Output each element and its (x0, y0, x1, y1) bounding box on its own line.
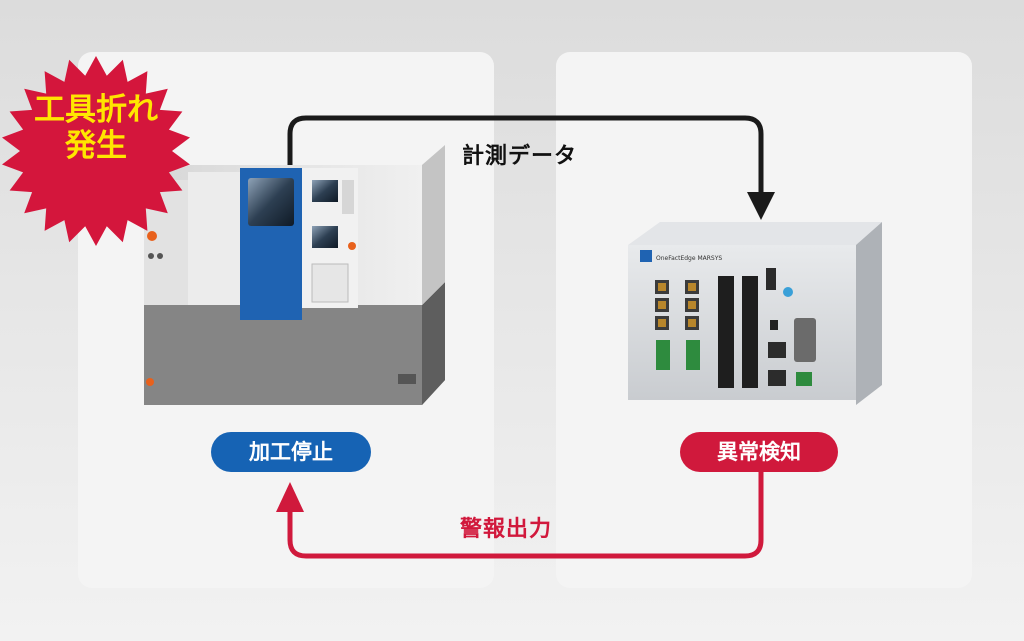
alert-badge: 工具折れ 発生 (0, 55, 192, 247)
alarm-output-arrow (276, 470, 764, 559)
measure-data-label: 計測データ (462, 144, 578, 169)
alert-badge-line2: 発生 (65, 128, 127, 164)
alert-starburst (2, 56, 190, 246)
machine-tool-image (144, 145, 445, 405)
measure-data-arrow (287, 115, 775, 220)
controller-device-image: OneFactEdge MARSYS (628, 222, 882, 405)
machining-stop-badge: 加工停止 (211, 432, 371, 472)
anomaly-detection-badge: 異常検知 (680, 432, 838, 472)
controller-brand-text: OneFactEdge MARSYS (656, 255, 722, 262)
alarm-output-label: 警報出力 (460, 517, 553, 542)
alert-badge-line1: 工具折れ (34, 92, 158, 128)
